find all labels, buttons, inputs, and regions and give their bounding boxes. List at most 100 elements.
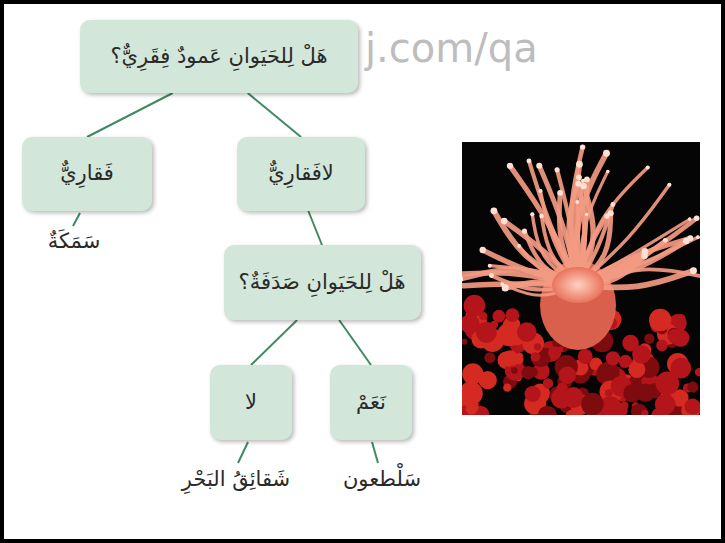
red-coral (511, 367, 518, 374)
watermark: j.com/qa (365, 22, 538, 74)
red-coral (656, 371, 680, 395)
red-coral (534, 343, 541, 350)
tentacle-tip (488, 264, 492, 268)
leader-line (73, 213, 80, 226)
answer-box: لا (210, 365, 292, 440)
red-coral (538, 406, 557, 415)
tentacle-tip (557, 190, 563, 196)
red-coral (559, 366, 576, 383)
red-coral (685, 399, 700, 415)
answer-box: فَقارِيٌّ (22, 137, 152, 211)
box-text: لا (245, 389, 257, 416)
answer-box: لافَقارِيٌّ (237, 137, 365, 211)
red-coral (606, 351, 620, 365)
red-coral (505, 308, 519, 322)
tree-branch (248, 93, 301, 137)
red-coral (476, 322, 497, 343)
red-coral (565, 409, 579, 415)
red-coral (492, 310, 505, 323)
tentacle-tip (462, 276, 463, 283)
red-coral (503, 384, 511, 392)
anemone-art (462, 144, 700, 415)
anemone-mouth (552, 267, 604, 303)
red-coral (668, 329, 683, 344)
tentacle-tip (688, 217, 692, 221)
red-coral (462, 339, 468, 345)
tentacle-tip (527, 158, 532, 163)
box-text: نَعَمْ (356, 389, 386, 416)
tentacle-tip (687, 235, 693, 241)
red-coral (605, 389, 613, 397)
tree-branch (308, 211, 322, 245)
tree-branch (87, 93, 173, 137)
red-coral (687, 382, 698, 393)
red-coral (516, 353, 523, 360)
tentacle-tip (576, 174, 582, 180)
animal-name: سَمَكَةٌ (48, 228, 101, 255)
tentacle-tip (696, 235, 700, 239)
leader-line (238, 442, 248, 463)
red-coral (578, 349, 593, 364)
tentacle-tip (603, 150, 610, 157)
red-coral (651, 407, 669, 415)
red-coral (479, 371, 497, 389)
animal-name: شَقائِقُ البَحْرِ (182, 466, 290, 493)
question-box: هَلْ لِلحَيَوانِ عَمودٌ فِقَرِيٌّ؟ (80, 20, 358, 93)
tentacle-tip (576, 161, 583, 168)
tentacle-tip (539, 214, 543, 218)
question-box: هَلْ لِلحَيَوانِ صَدَفَةٌ؟ (224, 245, 421, 320)
red-coral (641, 410, 648, 415)
tentacle-tip (575, 181, 581, 187)
red-coral (695, 368, 700, 376)
red-coral (632, 345, 651, 364)
box-text: لافَقارِيٌّ (268, 160, 334, 187)
red-coral (656, 340, 667, 351)
box-text: فَقارِيٌّ (60, 160, 114, 187)
red-coral (557, 383, 568, 394)
tentacle-tip (642, 248, 649, 255)
red-coral (649, 309, 671, 331)
red-coral (517, 322, 537, 342)
tentacle-tip (555, 167, 560, 172)
tentacle-tip (584, 176, 590, 182)
tentacle-tip (610, 202, 615, 207)
tentacle-tip (480, 247, 486, 253)
red-coral (479, 312, 487, 320)
tentacle-tip (536, 163, 542, 169)
red-coral (466, 404, 477, 415)
leader-line (372, 442, 378, 463)
red-coral (543, 378, 553, 388)
animal-name: سَلْطعون (343, 466, 421, 493)
red-coral (507, 366, 521, 380)
tentacle-tip (646, 165, 650, 169)
red-coral (484, 352, 495, 363)
tentacle-tip (604, 213, 609, 218)
tentacle-tip (690, 267, 697, 274)
box-text: هَلْ لِلحَيَوانِ عَمودٌ فِقَرِيٌّ؟ (110, 43, 327, 70)
photo-background (462, 142, 700, 415)
red-coral (636, 384, 654, 402)
tentacle-tip (517, 244, 521, 248)
tentacle-tip (663, 238, 668, 243)
tentacle-tip (667, 183, 671, 187)
red-coral (548, 346, 561, 359)
tentacle-tip (694, 215, 700, 221)
red-coral (644, 334, 654, 344)
answer-box: نَعَمْ (330, 365, 412, 440)
tentacle-tip (507, 163, 513, 169)
tentacle-tip (489, 273, 494, 278)
tentacle-tip (490, 207, 497, 214)
box-text: هَلْ لِلحَيَوانِ صَدَفَةٌ؟ (239, 269, 406, 296)
tentacle-tip (501, 218, 508, 225)
red-coral (531, 352, 541, 362)
red-coral (462, 381, 483, 405)
red-coral (521, 366, 534, 379)
tentacle-tip (606, 170, 610, 174)
red-coral (581, 393, 603, 415)
tree-branch (251, 320, 297, 365)
tree-branch (339, 320, 371, 365)
tentacle-tip (575, 200, 579, 204)
tentacle-tip (538, 189, 542, 193)
tentacle-tip (580, 144, 585, 149)
